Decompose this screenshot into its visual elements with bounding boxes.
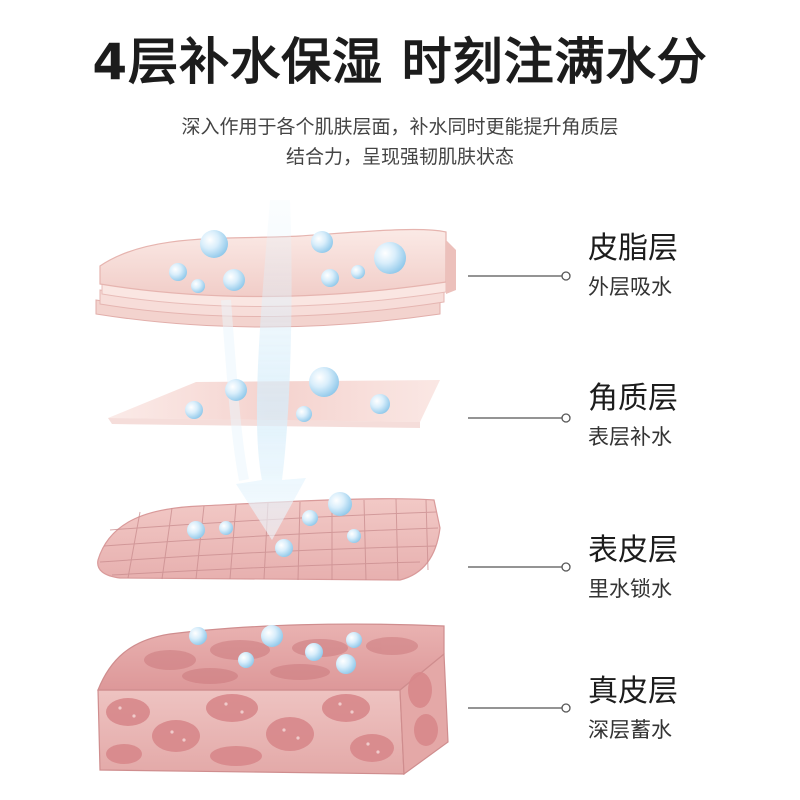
page-subtitle: 深入作用于各个肌肤层面，补水同时更能提升角质层 结合力，呈现强韧肌肤状态 bbox=[0, 112, 800, 172]
layer-name: 角质层 bbox=[588, 381, 678, 416]
subtitle-line-1: 深入作用于各个肌肤层面，补水同时更能提升角质层 bbox=[181, 116, 619, 138]
page-title: 4层补水保湿 时刻注满水分 bbox=[92, 33, 708, 91]
dermis-layer-graphic bbox=[97, 623, 449, 776]
layer-desc: 表层补水 bbox=[588, 425, 672, 449]
layer-label-sebum: 皮脂层 外层吸水 bbox=[588, 230, 788, 302]
layer-name: 表皮层 bbox=[588, 533, 678, 568]
layer-label-dermis: 真皮层 深层蓄水 bbox=[588, 673, 788, 745]
water-droplets bbox=[169, 230, 406, 674]
layer-label-epidermis: 表皮层 里水锁水 bbox=[588, 532, 788, 604]
layer-name: 真皮层 bbox=[588, 674, 678, 709]
layer-desc: 里水锁水 bbox=[588, 577, 672, 601]
layer-desc: 外层吸水 bbox=[588, 275, 672, 299]
layer-name: 皮脂层 bbox=[588, 231, 678, 266]
subtitle-line-2: 结合力，呈现强韧肌肤状态 bbox=[285, 146, 514, 168]
layer-desc: 深层蓄水 bbox=[588, 718, 672, 742]
layer-label-horny: 角质层 表层补水 bbox=[588, 380, 788, 452]
water-flow-arrow bbox=[221, 200, 306, 540]
leader-lines bbox=[468, 271, 571, 713]
